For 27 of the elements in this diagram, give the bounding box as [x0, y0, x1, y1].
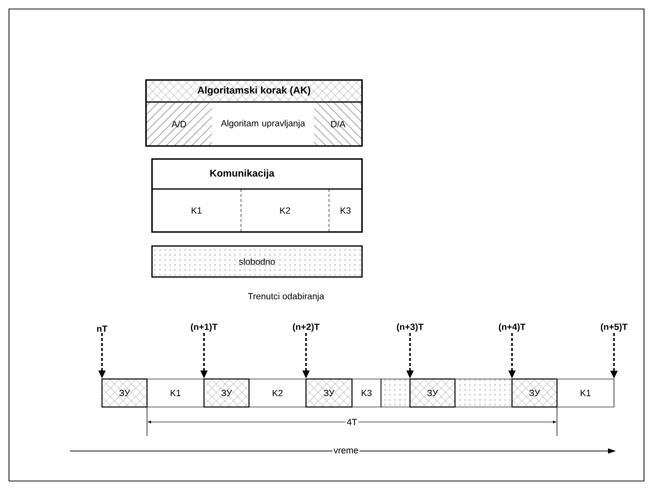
algorithm-cell: Algoritam upravljanja	[220, 120, 306, 128]
time-label: (n+5)T	[600, 323, 628, 332]
step-slot: ЗУ	[410, 378, 456, 408]
axis-label: vreme	[332, 448, 360, 454]
message-cell: K2	[240, 188, 290, 232]
converter-cell: A/D	[146, 102, 212, 146]
step-slot: ЗУ	[102, 378, 148, 408]
step-slot: ЗУ	[306, 378, 352, 408]
step-slot: ЗУ	[512, 378, 558, 408]
message-slot: K1	[556, 378, 614, 408]
time-label: (n+1)T	[190, 323, 218, 332]
message-cell: K1	[192, 207, 202, 214]
step-slot: ЗУ	[204, 378, 250, 408]
free-time-box: slobodno	[151, 245, 363, 278]
message-cell: K3	[328, 188, 351, 232]
time-label: (n+4)T	[498, 323, 526, 332]
time-label: (n+2)T	[292, 323, 320, 332]
message-slot: K3	[352, 378, 382, 408]
message-slot: K2	[248, 378, 306, 408]
caption-text: Trenutci odabiranja	[248, 292, 324, 302]
message-slot: K1	[146, 378, 204, 408]
converter-cell: D/A	[314, 102, 362, 146]
time-label: nT	[97, 326, 108, 332]
idle-slot	[454, 378, 512, 408]
dimension-label: 4T	[346, 418, 358, 426]
time-label: (n+3)T	[396, 323, 424, 332]
idle-slot	[380, 378, 410, 408]
